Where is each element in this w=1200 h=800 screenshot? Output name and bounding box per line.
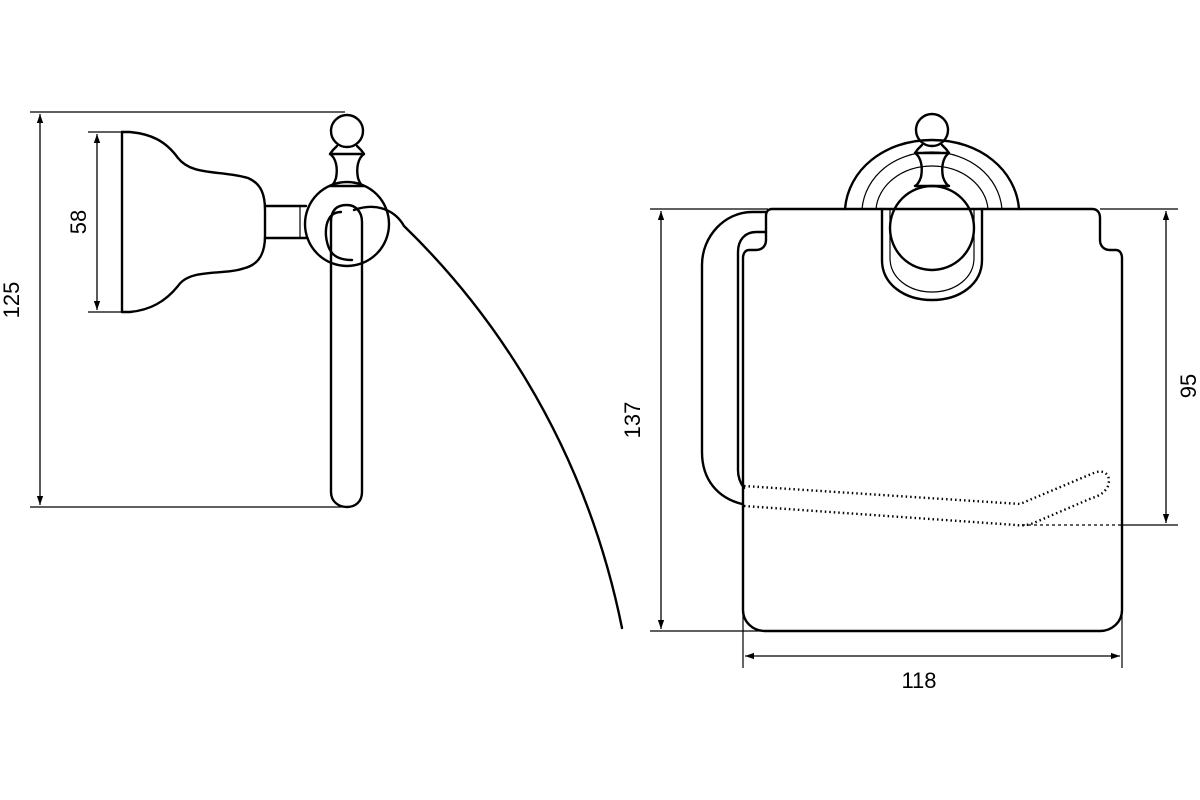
side-finial-stem [328, 144, 366, 188]
side-finial-ball [329, 113, 365, 149]
front-finial-ball [914, 112, 950, 148]
dim-label-side-base: 58 [66, 210, 91, 234]
front-rosette [843, 138, 1021, 211]
side-wall-flange [120, 130, 267, 314]
front-finial-stem [913, 143, 951, 188]
side-arm-hook [324, 210, 354, 262]
front-view: 137 95 118 [620, 112, 1200, 693]
dim-label-side-total: 125 [0, 282, 24, 319]
dim-label-front-width: 118 [901, 668, 936, 693]
side-hub-ring [303, 180, 391, 268]
front-rosette-inner [861, 151, 1003, 210]
side-cover-arc [352, 205, 624, 630]
front-side-bracket-inner [736, 230, 768, 490]
side-roll-arm [329, 203, 364, 509]
front-rosette-inner-2 [875, 165, 989, 210]
front-side-bracket [700, 210, 768, 506]
dim-label-front-total: 137 [620, 402, 645, 439]
side-view: 125 58 [0, 111, 624, 630]
side-arm-connector [263, 204, 308, 240]
front-cover-slot [880, 207, 984, 302]
front-hub [888, 184, 976, 272]
front-cover [741, 207, 1124, 633]
front-hidden-roll-arm [743, 470, 1110, 527]
dim-label-front-cover: 95 [1176, 374, 1200, 398]
front-slot-inner [889, 209, 975, 293]
